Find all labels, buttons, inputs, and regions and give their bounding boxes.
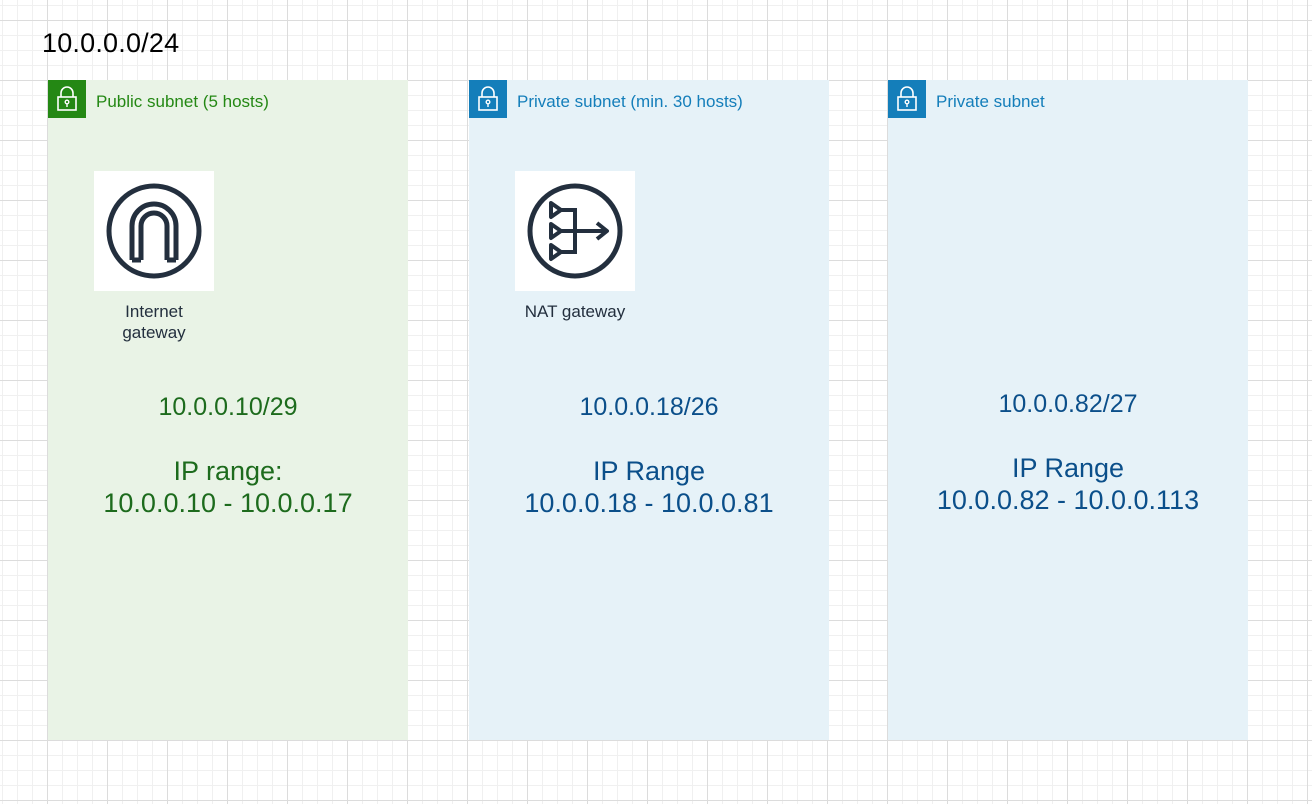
ip-range-title: IP Range [592,456,706,486]
vpc-cidr-label: 10.0.0.0/24 [42,28,180,58]
public-subnet[interactable]: Public subnet (5 hosts) Internet gateway… [48,80,408,740]
subnet-cidr: 10.0.0.18/26 [579,393,719,421]
subnet-title: Public subnet (5 hosts) [96,92,269,111]
nat-gateway-label: NAT gateway [524,302,626,321]
lock-icon [888,80,926,118]
lock-icon [48,80,86,118]
ip-range-title: IP range: [173,456,283,486]
subnet-title: Private subnet [936,92,1045,111]
private-subnet[interactable]: Private subnet 10.0.0.82/27 IP Range 10.… [888,80,1248,740]
internet-gateway-icon[interactable] [94,171,214,291]
subnet-cidr: 10.0.0.10/29 [158,393,298,421]
private-subnet-nat[interactable]: Private subnet (min. 30 hosts) NAT gatew… [469,80,829,740]
ip-range-value: 10.0.0.18 - 10.0.0.81 [524,488,774,518]
ip-range-value: 10.0.0.82 - 10.0.0.113 [936,485,1200,515]
ip-range-title: IP Range [1011,453,1125,483]
subnet-title: Private subnet (min. 30 hosts) [517,92,743,111]
ip-range-value: 10.0.0.10 - 10.0.0.17 [103,488,353,518]
lock-icon [469,80,507,118]
internet-gateway-label: Internet gateway [122,302,186,342]
nat-gateway-icon[interactable] [515,171,635,291]
subnet-cidr: 10.0.0.82/27 [998,390,1138,418]
